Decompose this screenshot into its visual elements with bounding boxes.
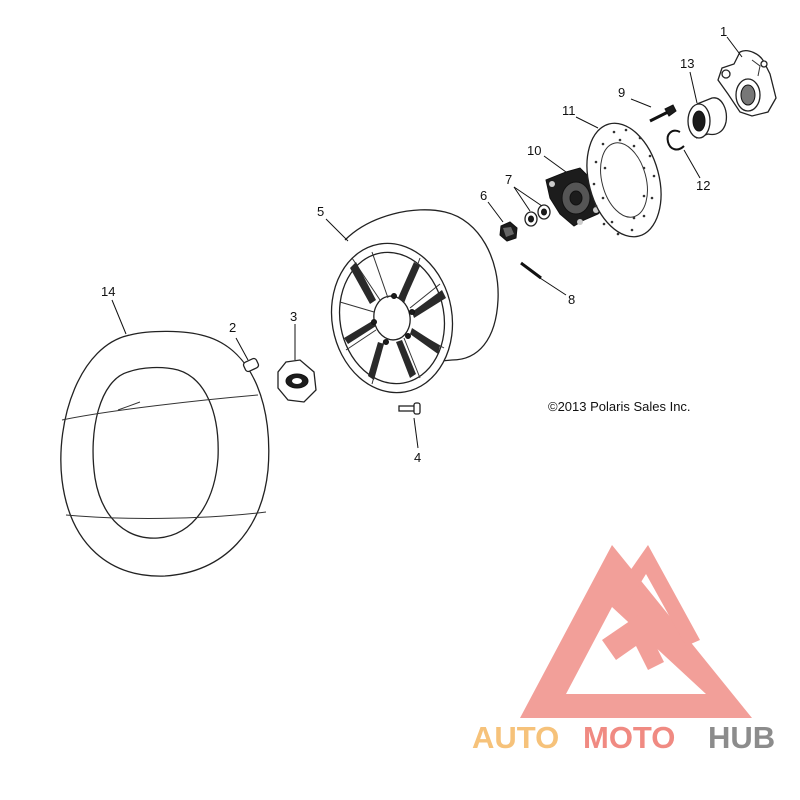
- copyright-notice: ©2013 Polaris Sales Inc.: [548, 399, 691, 414]
- lug-nut: [499, 221, 518, 242]
- callout-4: 4: [414, 450, 421, 465]
- valve-stem: [242, 357, 260, 373]
- cotter-pin: [520, 261, 542, 280]
- callout-6: 6: [480, 188, 487, 203]
- callout-9: 9: [618, 85, 625, 100]
- center-cap: [277, 359, 317, 403]
- watermark-logo: [520, 545, 752, 718]
- brake-disc: [586, 122, 662, 238]
- callout-8: 8: [568, 292, 575, 307]
- tire: [60, 330, 270, 577]
- bolt: [649, 104, 677, 123]
- logo-triangle: [520, 545, 752, 718]
- callout-2: 2: [229, 320, 236, 335]
- callout-3: 3: [290, 309, 297, 324]
- watermark-auto: AUTO: [472, 720, 559, 755]
- callout-13: 13: [680, 56, 694, 71]
- retaining-ring: [666, 129, 685, 151]
- callout-labels: 1 2 3 4 5 6 7 8 9 10 11 12 13 14: [101, 24, 727, 465]
- washers: [524, 204, 551, 227]
- callout-10: 10: [527, 143, 541, 158]
- watermark-moto: MOTO: [583, 720, 675, 755]
- watermark-text: AUTO MOTO HUB: [472, 720, 775, 755]
- wheel-stud: [398, 402, 421, 415]
- callout-11: 11: [562, 103, 576, 118]
- callout-12: 12: [696, 178, 710, 193]
- bearing: [687, 97, 728, 139]
- wheel-rim: [330, 209, 499, 394]
- steering-knuckle: [717, 50, 777, 117]
- callout-7: 7: [505, 172, 512, 187]
- watermark-hub: HUB: [708, 720, 775, 755]
- callout-leaders: [111, 36, 743, 449]
- callout-14: 14: [101, 284, 115, 299]
- callout-1: 1: [720, 24, 727, 39]
- callout-5: 5: [317, 204, 324, 219]
